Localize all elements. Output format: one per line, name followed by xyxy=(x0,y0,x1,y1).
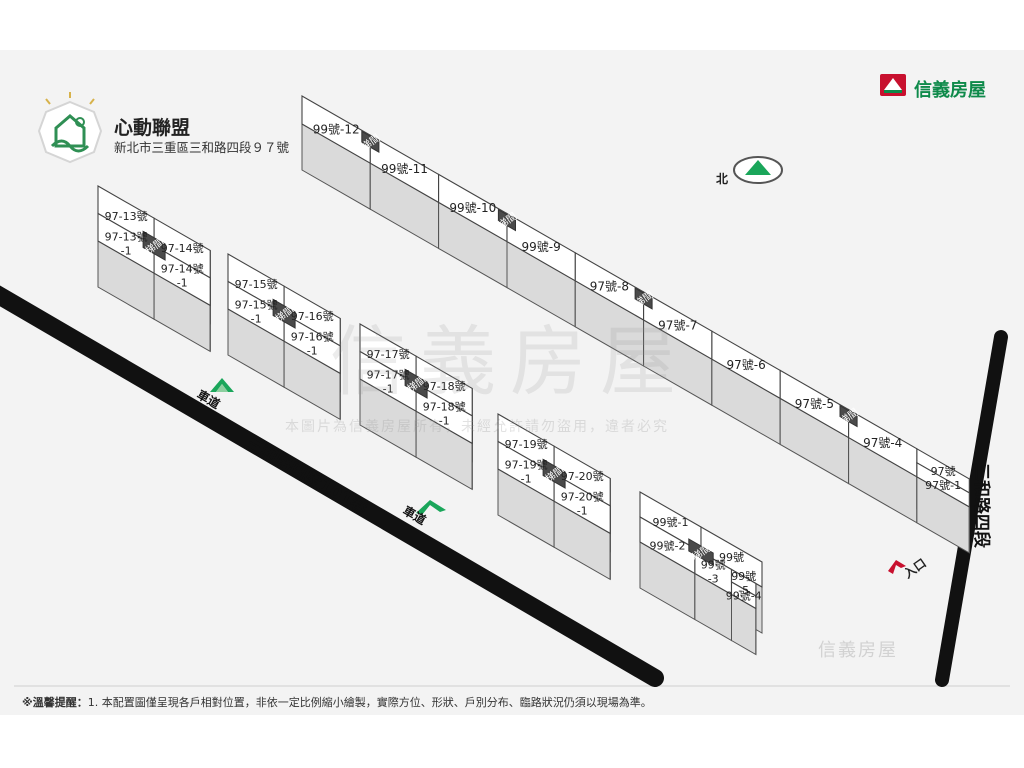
b2-elevator xyxy=(272,298,296,329)
unit-label-6: 97號-6 xyxy=(726,358,765,372)
b2-label-0: 97-15號 xyxy=(235,278,278,291)
project-title: 心動聯盟 xyxy=(114,117,191,139)
footer-text: 1. 本配置圖僅呈現各戶相對位置，非依一定比例縮小繪製，實際方位、形狀、戶別分布… xyxy=(87,696,652,709)
driveway-arrow-icon-2 xyxy=(416,500,446,515)
brand-name: 信義房屋 xyxy=(914,80,986,101)
driveway-arrow-icon-1 xyxy=(210,378,234,392)
b2-label-3: 97-16號-1 xyxy=(291,331,334,358)
elevator-row-1 xyxy=(497,208,516,232)
unit-97-1 xyxy=(916,461,970,554)
b3-label-1: 97-17號-1 xyxy=(367,368,410,395)
b2-label-1: 97-15號-1 xyxy=(235,298,278,325)
footer-heading: ※溫馨提醒： xyxy=(22,696,88,709)
b3-label-2: 97-18號 xyxy=(423,380,466,393)
b4-label-2: 97-20號 xyxy=(561,470,604,483)
b3-elevator xyxy=(404,368,428,399)
unit-label-3: 99號-9 xyxy=(521,240,560,254)
b5-label-0: 99號-1 xyxy=(653,516,689,529)
footer-note: ※溫馨提醒：1. 本配置圖僅呈現各戶相對位置，非依一定比例縮小繪製，實際方位、形… xyxy=(22,694,652,710)
b4-elevator xyxy=(542,458,566,489)
b2-label-2: 97-16號 xyxy=(291,310,334,323)
project-address: 新北市三重區三和路四段９７號 xyxy=(114,140,290,155)
b3-label-3: 97-18號-1 xyxy=(423,401,466,428)
unit-label-8: 97號-4 xyxy=(863,436,902,450)
elevator-row-3 xyxy=(839,404,858,428)
elevator-row-0 xyxy=(361,130,380,153)
b2-unit-3 xyxy=(283,312,341,421)
b3-unit-3 xyxy=(415,382,473,491)
b1-label-3: 97-14號-1 xyxy=(161,263,204,290)
unit-label-1: 99號-11 xyxy=(381,162,428,176)
b5-label-3: 99號-3 xyxy=(701,559,726,586)
b4-label-0: 97-19號 xyxy=(505,438,548,451)
b5-label-2: 99號-2 xyxy=(650,539,686,552)
unit-label-97: 97號 xyxy=(931,465,956,478)
elevator-row-2 xyxy=(634,287,653,310)
unit-label-97-1: 97號-1 xyxy=(925,479,961,492)
b4-label-1: 97-19號-1 xyxy=(505,458,548,485)
unit-label-0: 99號-12 xyxy=(313,123,360,137)
entrance-arrow-icon xyxy=(888,560,906,574)
unit-label-5: 97號-7 xyxy=(658,319,697,333)
b1-label-0: 97-13號 xyxy=(105,210,148,223)
b1-unit-3 xyxy=(153,244,211,353)
unit-label-4: 97號-8 xyxy=(590,279,629,293)
b1-elevator xyxy=(142,230,166,261)
b5-label-4: 99號-5 xyxy=(731,570,756,597)
main-road xyxy=(935,330,1008,687)
b5-label-5: 99號-4 xyxy=(726,589,762,602)
b4-unit-3 xyxy=(553,472,611,581)
unit-label-2: 99號-10 xyxy=(449,201,496,215)
b5-elevator xyxy=(688,538,714,566)
b1-label-1: 97-13號-1 xyxy=(105,230,148,257)
project-logo xyxy=(37,92,103,164)
b3-label-0: 97-17號 xyxy=(367,348,410,361)
b5-unit-5 xyxy=(730,581,757,656)
brand-logo-icon xyxy=(880,74,906,96)
top-margin xyxy=(0,0,1024,50)
unit-label-7: 97號-5 xyxy=(795,397,834,411)
north-label: 北 xyxy=(716,172,729,186)
b4-label-3: 97-20號-1 xyxy=(561,491,604,518)
main-road-label: 三和路四段 xyxy=(971,463,992,548)
bottom-margin xyxy=(0,715,1024,768)
lane-road xyxy=(0,285,664,687)
north-arrow-icon xyxy=(733,156,783,184)
b5-label-1: 99號 xyxy=(719,551,744,564)
b1-label-2: 97-14號 xyxy=(161,242,204,255)
